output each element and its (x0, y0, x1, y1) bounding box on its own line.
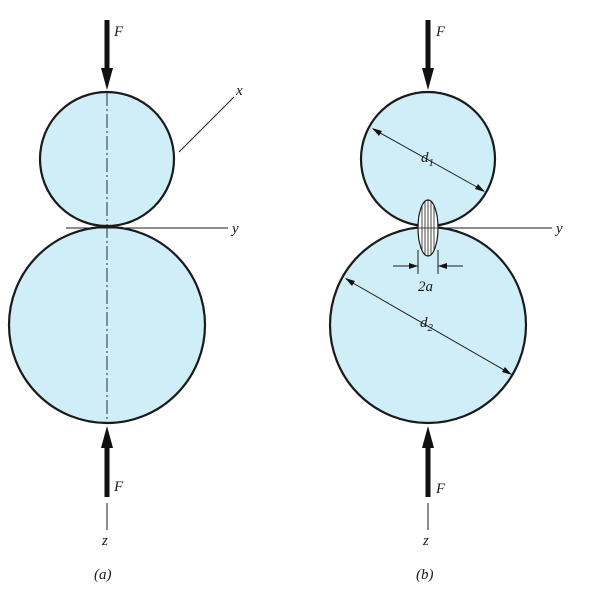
z-axis-label-b: z (422, 533, 429, 549)
caption-a: (a) (94, 567, 112, 583)
diameter-d1-label: d1 (421, 150, 434, 169)
force-bottom-label-a: F (113, 479, 124, 495)
diameter-d1-dimension (372, 128, 485, 192)
y-axis-label-b: y (554, 221, 563, 237)
contact-width-label: 2a (418, 279, 433, 295)
panel-a: y x F F z (a) (7, 20, 243, 583)
y-axis-label-a: y (230, 221, 239, 237)
caption-b: (b) (416, 567, 434, 583)
force-bottom-arrowhead-a (101, 426, 113, 448)
z-axis-label-a: z (101, 533, 108, 549)
force-top-label-b: F (435, 24, 446, 40)
force-bottom-label-b: F (435, 481, 446, 497)
x-axis-leader-a (178, 96, 235, 153)
force-bottom-arrowhead-b (422, 426, 434, 448)
contact-pressure-ellipse (417, 199, 439, 257)
force-top-arrowhead-a (101, 68, 113, 90)
contact-width-dimension (393, 250, 463, 274)
x-axis-label-a: x (235, 83, 243, 99)
force-top-arrowhead-b (422, 68, 434, 90)
force-top-label-a: F (113, 24, 124, 40)
diameter-d2-label: d2 (420, 315, 434, 334)
panel-b: y 2a d1 (328, 20, 563, 583)
diameter-d2-dimension (345, 278, 512, 375)
